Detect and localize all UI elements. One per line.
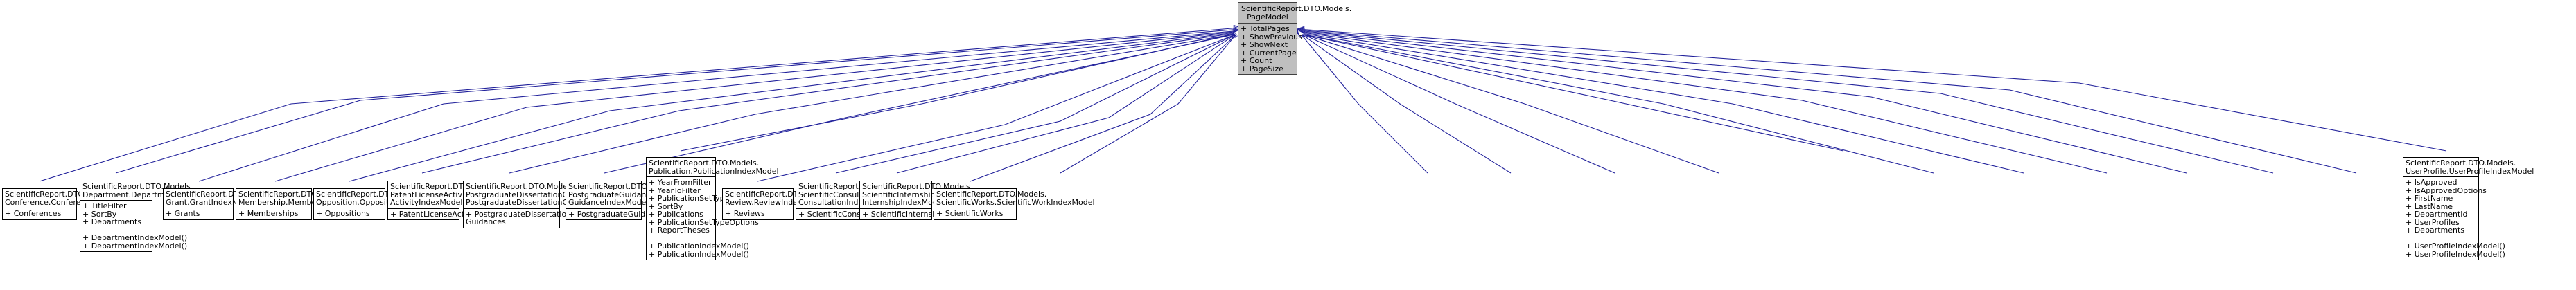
class-member: + DepartmentIndexModel() bbox=[82, 233, 188, 242]
class-node-grant-index-model[interactable]: ScientificReport.DTO.Models. Grant.Grant… bbox=[163, 188, 277, 220]
class-member: + PageSize bbox=[1241, 64, 1283, 73]
class-node-members: + PostgraduateGuidances bbox=[566, 209, 668, 220]
class-node-members: + PatentLicenseActivities bbox=[388, 209, 487, 220]
class-member: + PatentLicenseActivities bbox=[390, 209, 487, 219]
class-node-review-index-model[interactable]: ScientificReport.DTO.Models. Review.Revi… bbox=[722, 188, 836, 220]
class-member: + Count bbox=[1241, 56, 1272, 65]
class-node-page-model[interactable]: ScientificReport.DTO.Models. PageModel +… bbox=[1238, 2, 1352, 75]
class-node-separator bbox=[1238, 23, 1297, 24]
class-node-members: + ScientificInternships bbox=[860, 209, 948, 220]
class-member: + TitleFilter bbox=[82, 201, 127, 210]
class-node-members: + ScientificConsultations bbox=[796, 209, 894, 220]
class-node-separator bbox=[464, 208, 559, 209]
class-node-members: + TitleFilter + SortBy + Departments + D… bbox=[80, 201, 188, 251]
class-node-title: ScientificReport.DTO.Models. UserProfile… bbox=[2406, 158, 2534, 176]
class-node-scientific-internship-index-model[interactable]: ScientificReport.DTO.Models. ScientificI… bbox=[859, 181, 973, 220]
class-member: + UserProfiles bbox=[2406, 217, 2460, 227]
class-member: + ScientificWorks bbox=[936, 209, 1004, 218]
class-node-members: + ScientificWorks bbox=[934, 208, 1016, 219]
class-node-separator bbox=[860, 208, 931, 209]
class-member: + PublicationIndexModel() bbox=[649, 249, 749, 259]
class-node-title: ScientificReport.DTO.Models. Postgraduat… bbox=[466, 182, 642, 207]
class-node-postgraduate-guidance-index-model[interactable]: ScientificReport.DTO.Models. Postgraduat… bbox=[566, 181, 708, 220]
class-member: + ScientificConsultations bbox=[798, 209, 894, 219]
class-member: + FirstName bbox=[2406, 194, 2453, 203]
class-member: + YearFromFilter bbox=[649, 178, 712, 187]
class-member: + Oppositions bbox=[316, 209, 370, 218]
class-node-separator bbox=[796, 208, 871, 209]
class-member: + Grants bbox=[166, 209, 200, 218]
class-member: + Publications bbox=[649, 210, 703, 219]
class-member: + Memberships bbox=[238, 209, 299, 218]
class-node-title: ScientificReport.DTO.Models. Opposition.… bbox=[316, 190, 445, 207]
class-node-title: ScientificReport.DTO.Models. Membership.… bbox=[238, 190, 379, 207]
class-node-title: ScientificReport.DTO.Models. ScientificI… bbox=[862, 182, 973, 207]
class-node-separator bbox=[647, 176, 715, 177]
class-node-separator bbox=[566, 208, 641, 209]
class-node-members: + Conferences bbox=[3, 208, 76, 219]
class-node-title: ScientificReport.DTO.Models. PageModel bbox=[1241, 4, 1352, 21]
class-node-department-index-model[interactable]: ScientificReport.DTO.Models. Department.… bbox=[80, 181, 221, 252]
class-node-membership-index-model[interactable]: ScientificReport.DTO.Models. Membership.… bbox=[236, 188, 379, 220]
class-member: + ScientificInternships bbox=[862, 209, 948, 219]
class-member: + DepartmentId bbox=[2406, 210, 2468, 219]
class-node-opposition-index-model[interactable]: ScientificReport.DTO.Models. Opposition.… bbox=[313, 188, 445, 220]
class-member: + Conferences bbox=[5, 209, 62, 218]
class-node-members: + Reviews bbox=[723, 208, 793, 219]
class-member: + CurrentPage bbox=[1241, 48, 1297, 57]
class-member: + PublicationSetType bbox=[649, 194, 730, 203]
class-member: + LastName bbox=[2406, 201, 2453, 211]
class-node-members: + PostgraduateDissertation Guidances bbox=[464, 209, 572, 228]
class-node-separator bbox=[388, 208, 459, 209]
class-member: + ReportTheses bbox=[649, 226, 710, 235]
class-member: + IsApproved bbox=[2406, 178, 2457, 187]
class-member: + UserProfileIndexModel() bbox=[2406, 242, 2505, 251]
class-member: + ShowNext bbox=[1241, 40, 1288, 49]
class-node-publication-index-model[interactable]: ScientificReport.DTO.Models. Publication… bbox=[646, 157, 779, 260]
class-member: Guidances bbox=[466, 217, 506, 226]
class-member: + TotalPages bbox=[1241, 24, 1290, 33]
class-node-members: + Oppositions bbox=[314, 208, 385, 219]
class-node-title: ScientificReport.DTO.Models. Grant.Grant… bbox=[166, 190, 277, 207]
class-node-title: ScientificReport.DTO.Models. Publication… bbox=[649, 158, 779, 176]
class-node-title: ScientificReport.DTO.Models. PatentLicen… bbox=[390, 182, 527, 207]
class-member: + Departments bbox=[2406, 226, 2465, 235]
class-member: + PostgraduateGuidances bbox=[568, 209, 668, 219]
class-member: + PublicationSetTypeOptions bbox=[649, 217, 759, 227]
class-node-title: ScientificReport.DTO.Models. Conference.… bbox=[5, 190, 139, 207]
class-node-members: + YearFromFilter + YearToFilter + Public… bbox=[647, 177, 759, 260]
class-member: + Reviews bbox=[725, 209, 765, 218]
class-member: + ShowPrevious bbox=[1241, 32, 1302, 42]
class-node-members: + Grants bbox=[164, 208, 233, 219]
class-node-scientific-work-index-model[interactable]: ScientificReport.DTO.Models. ScientificW… bbox=[934, 188, 1095, 220]
class-node-postgraduate-dissertation-guidance-index-model[interactable]: ScientificReport.DTO.Models. Postgraduat… bbox=[463, 181, 642, 228]
class-node-title: ScientificReport.DTO.Models. ScientificC… bbox=[798, 182, 919, 207]
class-node-title: ScientificReport.DTO.Models. Department.… bbox=[82, 182, 221, 199]
class-member: + PublicationIndexModel() bbox=[649, 242, 749, 251]
class-member: + YearToFilter bbox=[649, 185, 701, 195]
class-node-conference-index-model[interactable]: ScientificReport.DTO.Models. Conference.… bbox=[2, 188, 139, 220]
class-node-title: ScientificReport.DTO.Models. Review.Revi… bbox=[725, 190, 836, 207]
class-node-title: ScientificReport.DTO.Models. Postgraduat… bbox=[568, 182, 708, 207]
class-node-user-profile-index-model[interactable]: ScientificReport.DTO.Models. UserProfile… bbox=[2403, 157, 2534, 260]
class-node-members: + Memberships bbox=[236, 208, 311, 219]
class-member: + UserProfileIndexModel() bbox=[2406, 249, 2505, 259]
class-node-members: + TotalPages + ShowPrevious + ShowNext +… bbox=[1238, 24, 1302, 74]
class-node-separator bbox=[2403, 176, 2478, 177]
class-node-title: ScientificReport.DTO.Models. ScientificW… bbox=[936, 190, 1095, 207]
class-node-separator bbox=[80, 200, 152, 201]
class-member: + Departments bbox=[82, 217, 142, 226]
class-member: + IsApprovedOptions bbox=[2406, 185, 2487, 195]
class-member: + SortBy bbox=[82, 209, 117, 219]
class-member: + SortBy bbox=[649, 201, 683, 211]
class-node-patent-license-activity-index-model[interactable]: ScientificReport.DTO.Models. PatentLicen… bbox=[387, 181, 527, 220]
class-member: + PostgraduateDissertation bbox=[466, 209, 572, 219]
class-member: + DepartmentIndexModel() bbox=[82, 241, 188, 251]
class-node-members: + IsApproved + IsApprovedOptions + First… bbox=[2403, 177, 2505, 260]
